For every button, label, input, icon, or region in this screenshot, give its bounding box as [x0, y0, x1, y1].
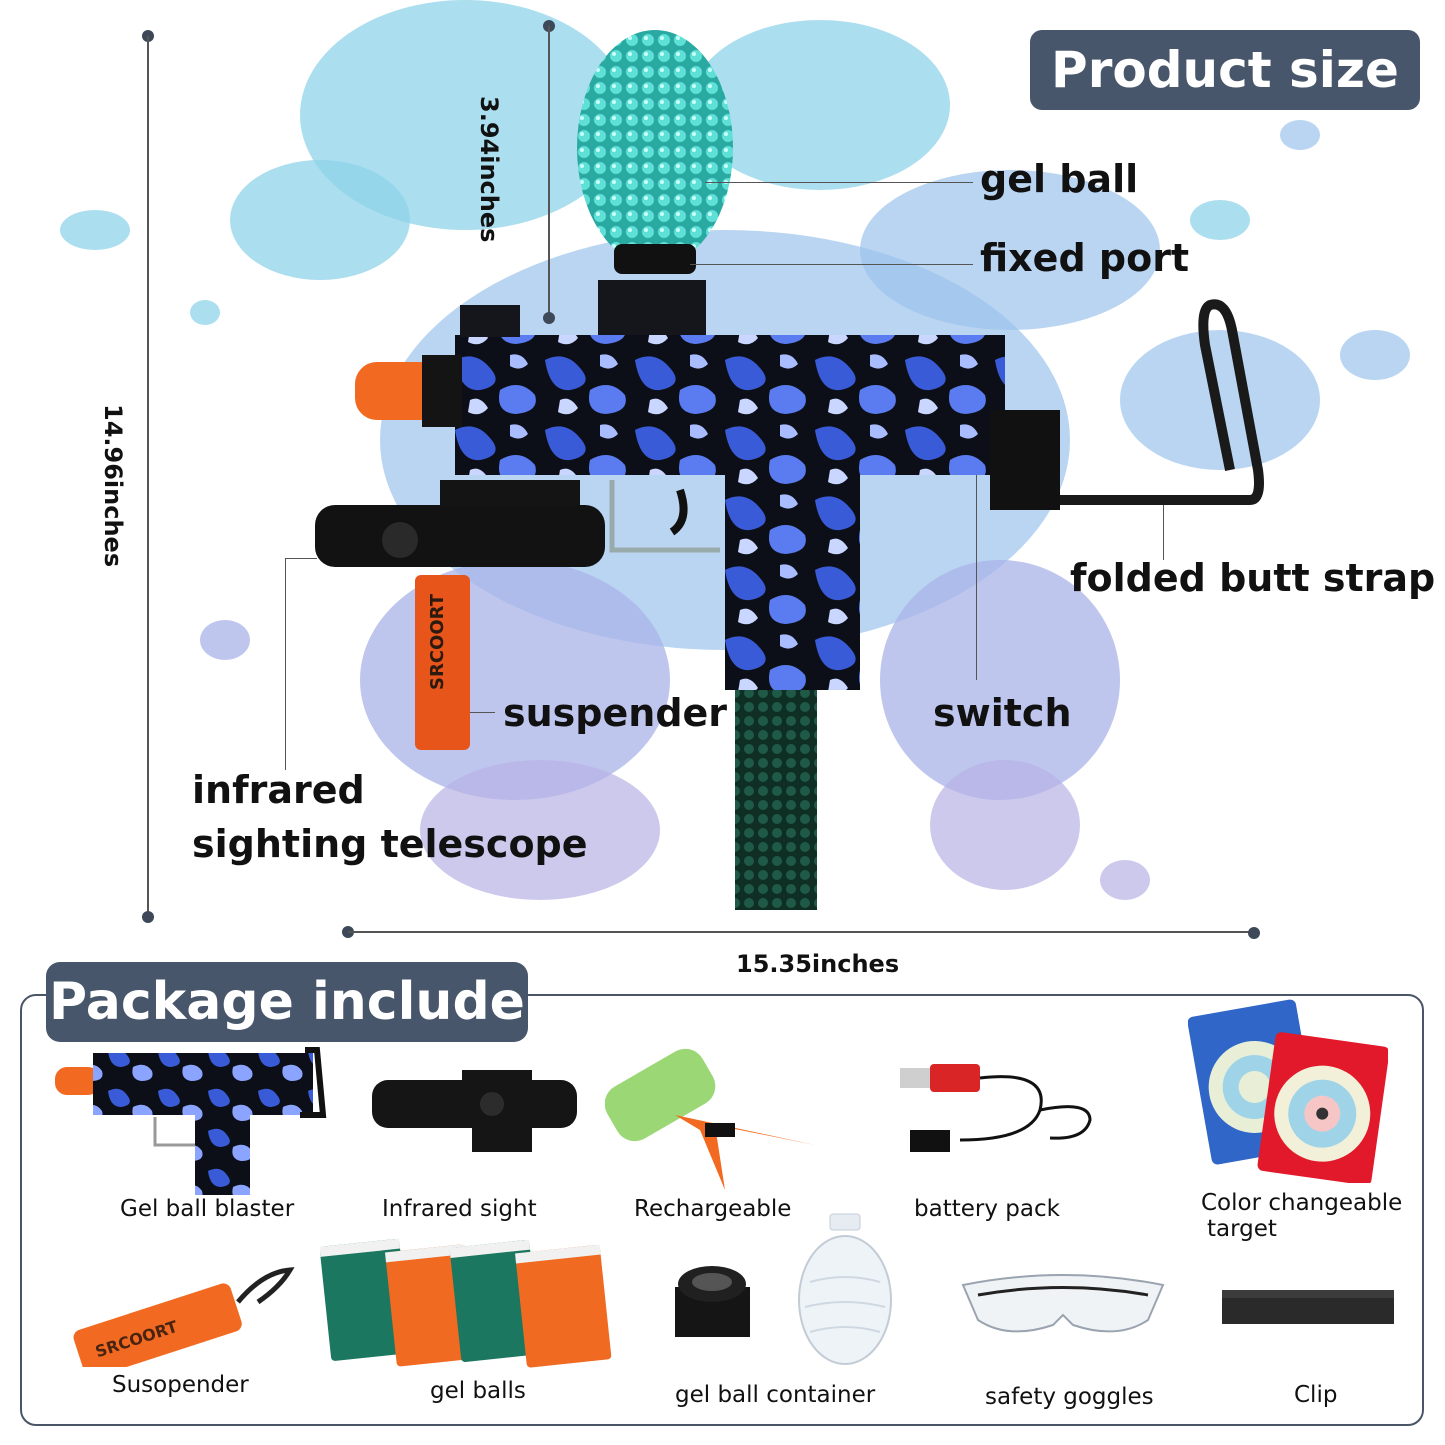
- switch-leader: [976, 475, 977, 680]
- strap-brand-text: SRCOORT: [427, 594, 448, 690]
- package-item-label: Rechargeable: [634, 1196, 792, 1222]
- infrared-callout-line2: sighting telescope: [192, 822, 588, 866]
- infrared-sight-image: [372, 1070, 577, 1152]
- gel-ball-blaster-image: [55, 1047, 327, 1195]
- gel-blaster-illustration: [315, 30, 1264, 910]
- product-size-title: Product size: [1030, 30, 1420, 110]
- suspender-callout: suspender: [503, 691, 728, 735]
- package-item-label: safety goggles: [985, 1384, 1154, 1410]
- width-dimension-label: 15.35inches: [736, 950, 900, 978]
- switch-callout: switch: [933, 691, 1072, 735]
- rechargeable-battery-image: [605, 1048, 815, 1190]
- package-include-title: Package include: [46, 962, 528, 1042]
- package-item-label: Gel ball blaster: [120, 1196, 295, 1222]
- suspender-strap-image: SRCOORT: [73, 1267, 295, 1367]
- gel-ball-container-bottle-image: [798, 1213, 892, 1365]
- gel-ball-callout: gel ball: [980, 157, 1139, 201]
- fixed-port-part-image: [675, 1266, 750, 1337]
- butt-strap-leader: [1163, 505, 1164, 560]
- package-item-label: target: [1207, 1216, 1277, 1242]
- package-item-label: gel balls: [430, 1378, 526, 1404]
- gel-ball-leader: [705, 182, 973, 183]
- package-item-label: Color changeable: [1201, 1190, 1403, 1216]
- infrared-leader-h: [285, 558, 317, 559]
- infrared-callout-line1: infrared: [192, 768, 365, 812]
- clip-magazine-image: [1222, 1290, 1394, 1324]
- package-item-label: Infrared sight: [382, 1196, 537, 1222]
- suspender-leader: [470, 712, 495, 713]
- fixed-port-callout: fixed port: [980, 236, 1190, 280]
- infrared-leader-v: [285, 558, 286, 770]
- usb-charger-cable-image: [900, 1064, 1092, 1152]
- package-frame: [20, 994, 1424, 1426]
- package-item-label: Susopender: [112, 1372, 249, 1398]
- package-item-label: battery pack: [914, 1196, 1060, 1222]
- color-changeable-target-image: [1188, 999, 1388, 1183]
- gel-ball-hopper: [577, 30, 733, 266]
- folded-butt-strap-callout: folded butt strap: [1070, 556, 1436, 600]
- package-item-label: Clip: [1294, 1382, 1338, 1408]
- safety-goggles-image: [961, 1274, 1165, 1333]
- gel-balls-packs-image: [320, 1238, 612, 1368]
- fixed-port-leader: [690, 264, 973, 265]
- package-item-label: gel ball container: [675, 1382, 876, 1408]
